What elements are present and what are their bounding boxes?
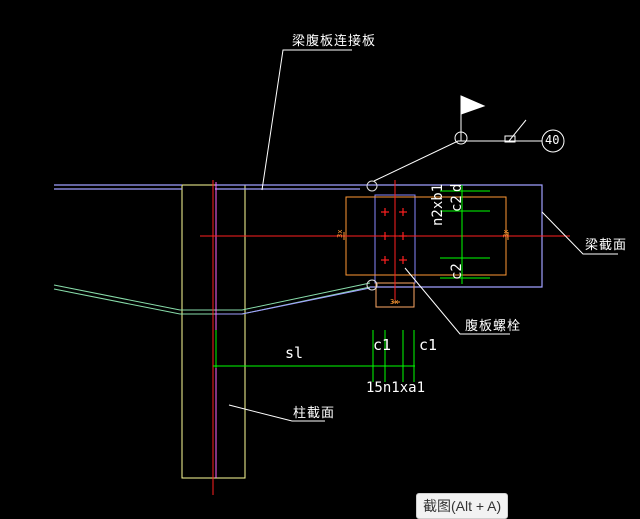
horizontal-dimensions [213, 330, 415, 382]
beam-haunch-inner [215, 287, 371, 315]
small-mark-bottom: 3x [390, 298, 399, 306]
dim-n1xa1: 15n1xa1 [366, 380, 426, 396]
dim-c2-bottom: c2 [449, 263, 465, 280]
cope-bottom [366, 279, 378, 291]
dim-c1-right: c1 [419, 336, 438, 354]
weld-ref-number: 40 [545, 133, 560, 147]
label-beam-section: 梁截面 [585, 238, 628, 253]
bolt [381, 208, 389, 216]
dim-d: d [449, 183, 465, 192]
beam-haunch [53, 282, 371, 315]
dim-c1-left: c1 [373, 336, 392, 354]
label-web-bolt: 腹板螺栓 [465, 319, 522, 334]
web-bolts [381, 208, 407, 264]
label-beam-web-plate: 梁腹板连接板 [292, 34, 377, 49]
cope-top [366, 180, 378, 192]
bolt [399, 232, 407, 240]
bolt [399, 208, 407, 216]
weld-symbol [454, 95, 565, 153]
vertical-dimensions [440, 185, 490, 284]
dim-sl: sl [285, 344, 304, 362]
bolt [381, 256, 389, 264]
bolt [381, 232, 389, 240]
dim-n2xb1: n2xb1 [430, 183, 446, 226]
label-column-section: 柱截面 [293, 406, 336, 421]
small-mark-right: 3x [502, 229, 510, 238]
screenshot-tooltip[interactable]: 截图(Alt + A) [416, 493, 509, 519]
small-marks [343, 232, 509, 303]
bolt [399, 256, 407, 264]
small-mark-left: 3x [336, 229, 344, 238]
dim-c2-top: c2 [449, 195, 465, 212]
